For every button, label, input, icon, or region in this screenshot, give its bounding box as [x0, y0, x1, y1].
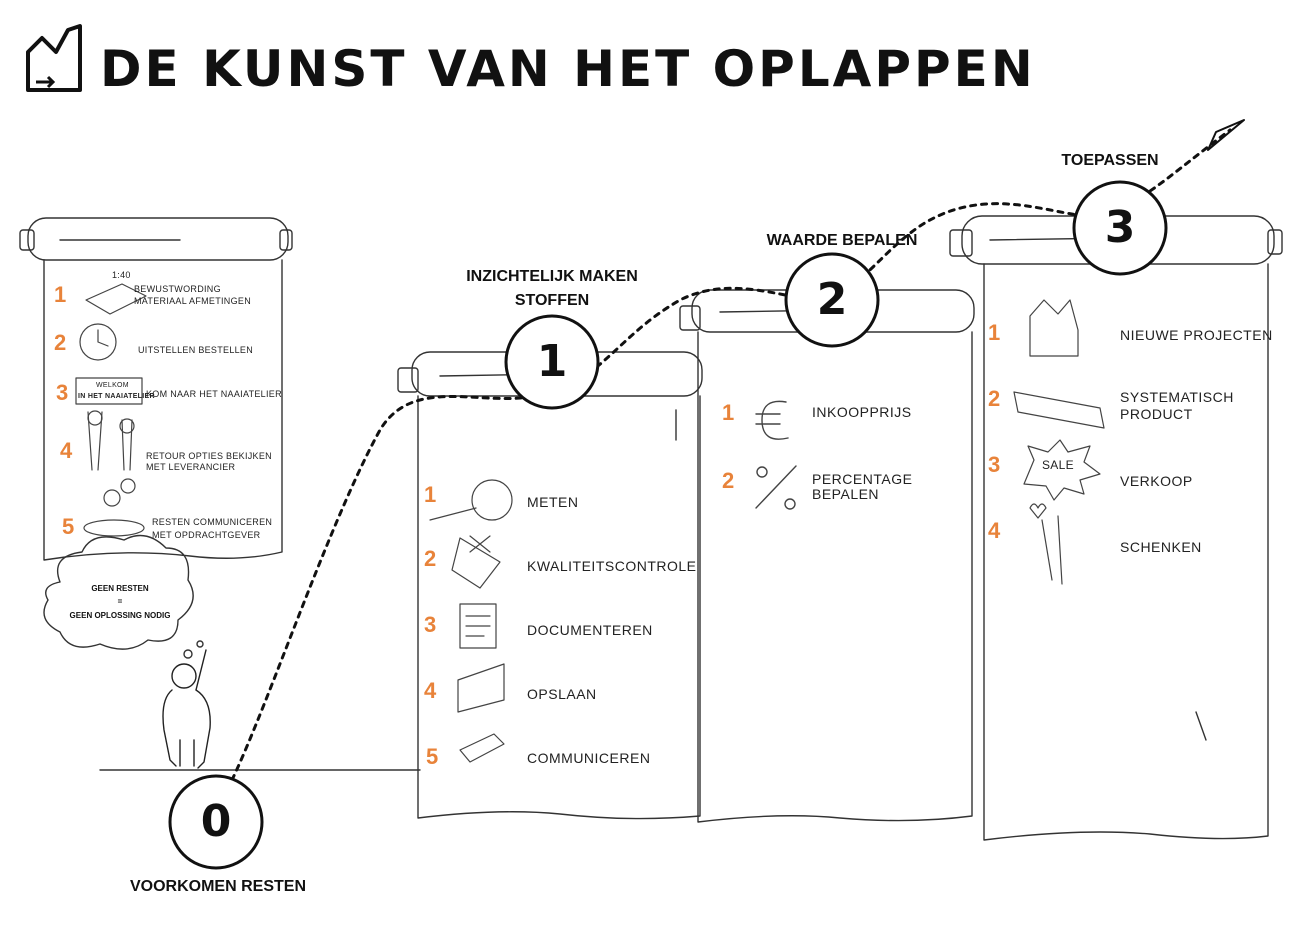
- left-item-5-num: 5: [62, 514, 75, 539]
- left-item-4-label-2: MET LEVERANCIER: [146, 462, 236, 472]
- s3-item-3-icon-text: SALE: [1042, 458, 1074, 472]
- left-item-1-label-1: BEWUSTWORDING: [134, 284, 221, 294]
- percent-icon: [756, 466, 768, 478]
- stage-number-2: 2: [816, 274, 848, 325]
- meeting-icon: [83, 519, 145, 537]
- left-item-1-icon-text: 1:40: [112, 270, 131, 280]
- left-item-4-num: 4: [60, 438, 73, 463]
- euro-icon: [761, 400, 789, 440]
- product-line-icon: [1013, 391, 1105, 429]
- left-item-3-sign-2: IN HET NAAIATELIER: [78, 393, 155, 400]
- stage-number-3: 3: [1104, 202, 1136, 253]
- s2-item-2-label-2: BEPALEN: [812, 486, 880, 502]
- stage-label-3: TOEPASSEN: [1061, 152, 1159, 169]
- sale-burst-icon: [1023, 439, 1101, 501]
- stage-number-0: 0: [200, 796, 232, 847]
- phone-icon: [459, 733, 505, 763]
- s3-item-1-num: 1: [988, 320, 1001, 345]
- stage-circle-2: [784, 252, 880, 348]
- stage-label-1-line2: STOFFEN: [514, 292, 590, 309]
- stage-circle-1: [504, 314, 600, 410]
- welcome-sign-icon: [75, 377, 143, 405]
- person-icon: [162, 649, 211, 769]
- stage-label-0: VOORKOMEN RESTEN: [129, 878, 306, 895]
- left-item-5-label-2: MET OPDRACHTGEVER: [152, 530, 261, 540]
- journey-path: [230, 128, 1232, 782]
- fabric-rolls-icon: [1041, 515, 1063, 585]
- left-item-1-label-2: MATERIAAL AFMETINGEN: [134, 296, 252, 306]
- s1-item-3-label: DOCUMENTEREN: [527, 622, 653, 638]
- left-item-3-sign-1: WELKOM: [96, 382, 129, 389]
- s2-item-2-label-1: PERCENTAGE: [812, 471, 913, 487]
- quality-check-icon: [451, 537, 501, 589]
- s3-item-2-label-2: PRODUCT: [1120, 406, 1193, 422]
- fabric-measure-icon: [85, 283, 147, 315]
- s1-item-5-label: COMMUNICEREN: [527, 750, 651, 766]
- s3-item-2-label-1: SYSTEMATISCH: [1120, 389, 1234, 405]
- paper-plane-icon: [1207, 119, 1245, 151]
- scroll-two: [679, 289, 975, 823]
- left-item-4-label-1: RETOUR OPTIES BEKIJKEN: [146, 451, 272, 461]
- cloud-text: GEEN RESTEN = GEEN OPLOSSING NODIG: [60, 580, 180, 624]
- stage-number-1: 1: [536, 336, 568, 387]
- s3-item-3-label-1: VERKOOP: [1120, 473, 1193, 489]
- s2-item-1-label-1: INKOOPPRIJS: [812, 404, 912, 420]
- document-icon: [459, 603, 497, 649]
- tape-measure-icon: [471, 479, 513, 521]
- left-item-5-label-1: RESTEN COMMUNICEREN: [152, 517, 273, 527]
- page-title: DE KUNST VAN HET OPLAPPEN: [100, 40, 1036, 98]
- left-item-3-label-1: KOM NAAR HET NAAIATELIER: [146, 389, 282, 399]
- s3-item-1-label-1: NIEUWE PROJECTEN: [1120, 327, 1273, 343]
- s1-item-4-num: 4: [424, 678, 437, 703]
- thought-cloud: [43, 534, 194, 650]
- s3-item-4-num: 4: [988, 518, 1001, 543]
- scroll-one: [397, 351, 703, 820]
- stage-circle-0: [168, 774, 264, 870]
- logo-icon: [22, 22, 88, 94]
- people-icon: [87, 411, 133, 471]
- s1-item-3-num: 3: [424, 612, 437, 637]
- s1-item-2-num: 2: [424, 546, 437, 571]
- s3-item-3-num: 3: [988, 452, 1001, 477]
- s3-item-2-num: 2: [988, 386, 1001, 411]
- s1-item-1-num: 1: [424, 482, 437, 507]
- s1-item-4-label: OPSLAAN: [527, 686, 597, 702]
- s1-item-5-num: 5: [426, 744, 439, 769]
- s2-item-1-num: 1: [722, 400, 735, 425]
- s2-item-2-num: 2: [722, 468, 735, 493]
- s3-item-4-label-1: SCHENKEN: [1120, 539, 1202, 555]
- stage-label-1-line1: INZICHTELIJK MAKEN: [466, 268, 638, 285]
- clock-icon: [79, 323, 117, 361]
- s1-item-2-label: KWALITEITSCONTROLE: [527, 558, 697, 574]
- left-item-3-num: 3: [56, 380, 69, 405]
- cloud-line-1: GEEN RESTEN: [91, 584, 149, 593]
- storage-box-icon: [457, 663, 505, 713]
- cloud-line-2: =: [117, 597, 123, 606]
- left-item-2-label-1: UITSTELLEN BESTELLEN: [138, 345, 254, 355]
- left-item-2-num: 2: [54, 330, 67, 355]
- left-item-1-num: 1: [54, 282, 67, 307]
- s1-item-1-label: METEN: [527, 494, 579, 510]
- stage-circle-3: [1072, 180, 1168, 276]
- house-project-icon: [1029, 299, 1079, 357]
- stage-label-2: WAARDE BEPALEN: [766, 232, 918, 249]
- cloud-line-3: GEEN OPLOSSING NODIG: [69, 611, 171, 620]
